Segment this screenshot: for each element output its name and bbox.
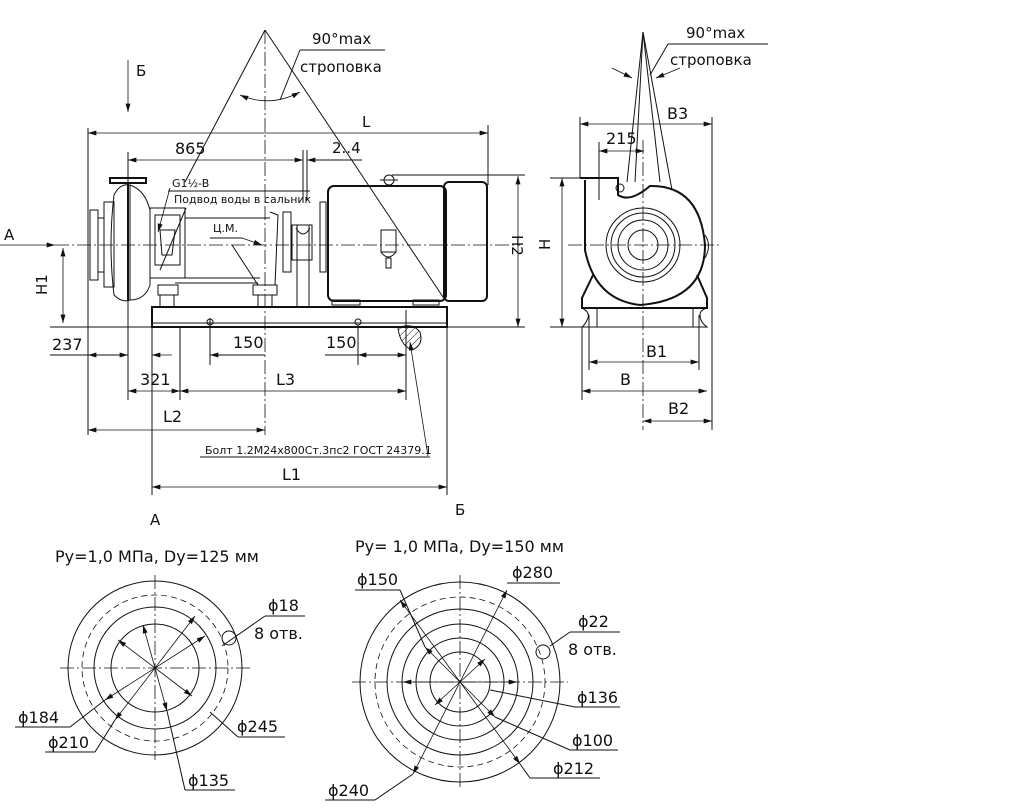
dim-215: 215 bbox=[606, 129, 637, 148]
flange-b-d240: ϕ240 bbox=[328, 781, 369, 800]
view-a-marker: A bbox=[4, 226, 15, 244]
dim-H: H bbox=[536, 239, 554, 250]
dim-B: B bbox=[620, 370, 631, 389]
sling-label: строповка bbox=[300, 58, 382, 76]
flange-a-hole-count: 8 отв. bbox=[254, 624, 303, 643]
dim-H1: H1 bbox=[33, 274, 51, 295]
pump-end-outline bbox=[580, 177, 709, 328]
flange-a-d210: ϕ210 bbox=[48, 733, 89, 752]
flange-a-hole-dia: ϕ18 bbox=[268, 596, 299, 615]
dim-321: 321 bbox=[140, 370, 171, 389]
flange-b-hole-count: 8 отв. bbox=[568, 640, 617, 659]
pump-casing bbox=[89, 177, 313, 308]
dim-L3: L3 bbox=[276, 370, 295, 389]
sling-angle-label: 90°max bbox=[312, 30, 371, 48]
flange-a-title: A bbox=[150, 511, 161, 529]
flange-b-title: Б bbox=[455, 501, 465, 519]
flange-a-d184: ϕ184 bbox=[18, 708, 59, 727]
side-view: 90°max строповка Б A L 865 2..4 bbox=[0, 29, 526, 495]
water-supply-label: Подвод воды в сальник bbox=[174, 193, 312, 206]
flange-b-d100: ϕ100 bbox=[572, 731, 613, 750]
dim-B3: B3 bbox=[667, 104, 688, 123]
dim-150-right: 150 bbox=[326, 333, 357, 352]
view-b-marker: Б bbox=[136, 62, 146, 80]
dim-L: L bbox=[362, 113, 371, 131]
flange-b-d212: ϕ212 bbox=[553, 759, 594, 778]
end-sling-angle-label: 90°max bbox=[686, 24, 745, 42]
dim-150-left: 150 bbox=[233, 333, 264, 352]
end-view: 90°max строповка B3 215 H B1 B B2 bbox=[536, 24, 768, 430]
dim-H2: H2 bbox=[508, 235, 526, 256]
bolt-label: Болт 1.2M24x800Cт.3пс2 ГОСТ 24379.1 bbox=[205, 444, 432, 457]
dim-237: 237 bbox=[52, 335, 83, 354]
base-frame bbox=[151, 306, 448, 355]
flange-b-d280: ϕ280 bbox=[512, 563, 553, 582]
flange-b-spec: Py= 1,0 МПа, Dy=150 мм bbox=[355, 537, 564, 556]
thread-label: G1½-B bbox=[172, 177, 209, 190]
flange-a-d135: ϕ135 bbox=[188, 771, 229, 790]
dim-B2: B2 bbox=[668, 399, 689, 418]
dim-B1: B1 bbox=[646, 342, 667, 361]
flange-a-view: A Py=1,0 МПа, Dy=125 мм ϕ18 8 отв. ϕ184 … bbox=[15, 511, 305, 791]
dim-865: 865 bbox=[175, 139, 206, 158]
flange-b-d150: ϕ150 bbox=[357, 570, 398, 589]
center-mass-label: Ц.М. bbox=[213, 222, 238, 235]
dim-L1: L1 bbox=[282, 465, 301, 484]
flange-b-d136: ϕ136 bbox=[577, 688, 618, 707]
flange-a-spec: Py=1,0 МПа, Dy=125 мм bbox=[55, 547, 259, 566]
sling-lines: 90°max строповка bbox=[184, 29, 446, 301]
flange-a-d245: ϕ245 bbox=[237, 717, 278, 736]
flange-b-view: Б Py= 1,0 МПа, Dy=150 мм ϕ150 ϕ280 ϕ22 8… bbox=[325, 501, 620, 801]
end-sling-label: строповка bbox=[670, 51, 752, 69]
dim-L2: L2 bbox=[163, 407, 182, 426]
flange-b-hole-dia: ϕ22 bbox=[578, 612, 609, 631]
motor bbox=[319, 174, 488, 306]
dim-gap: 2..4 bbox=[332, 139, 361, 157]
